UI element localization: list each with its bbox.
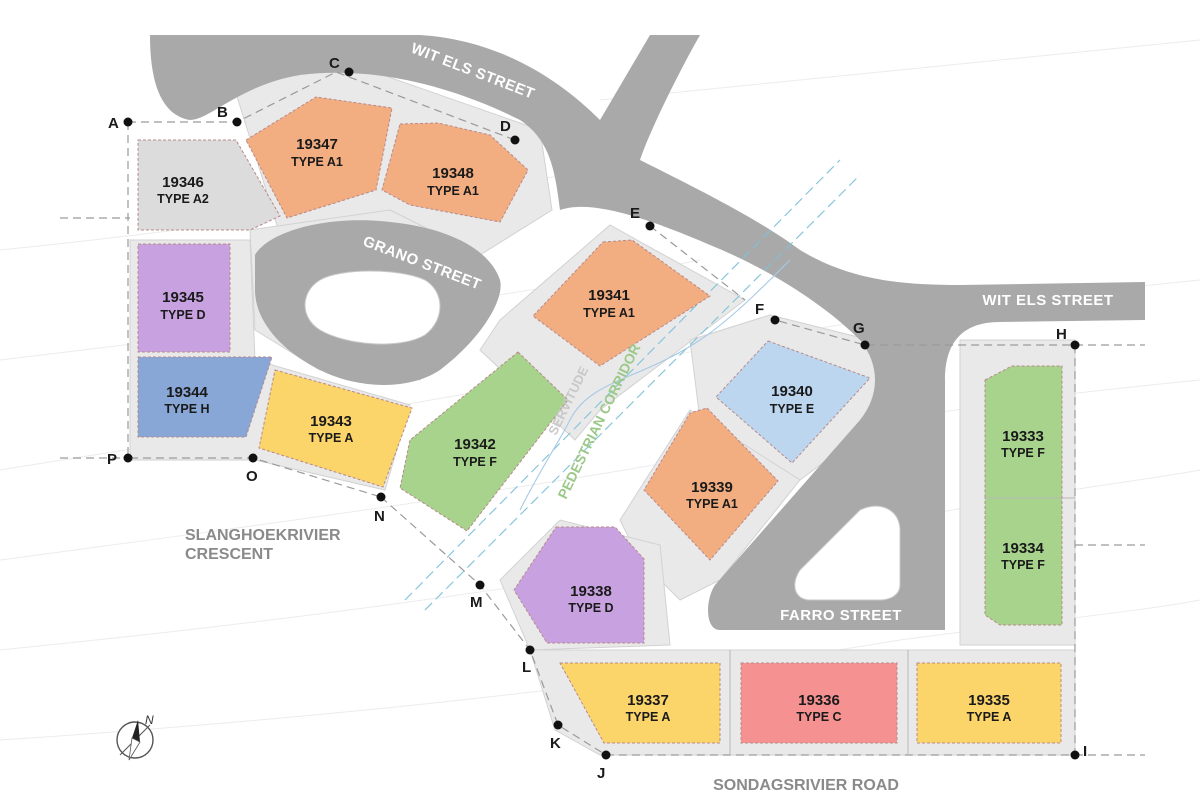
plot-19346-num: 19346 — [162, 174, 204, 191]
plot-19335-type: TYPE A — [967, 710, 1012, 724]
plot-19346[interactable] — [137, 139, 281, 231]
road-islands — [304, 270, 901, 601]
plots — [137, 96, 1063, 744]
plot-19335[interactable] — [916, 662, 1062, 744]
plot-19345[interactable] — [137, 243, 231, 353]
point-O-marker — [248, 453, 258, 463]
plot-19348-type: TYPE A1 — [427, 184, 479, 198]
compass-label: N — [145, 713, 154, 727]
point-M-marker — [475, 580, 485, 590]
point-G-marker — [860, 340, 870, 350]
point-H-marker — [1070, 340, 1080, 350]
plot-19345-type: TYPE D — [160, 308, 205, 322]
street-label-slanghoek-1: SLANGHOEKRIVIER — [185, 527, 341, 544]
plot-dividers — [729, 497, 1075, 755]
point-D-label: D — [500, 118, 511, 135]
point-P-marker — [123, 453, 133, 463]
plot-19339[interactable] — [643, 407, 779, 561]
point-K-label: K — [550, 735, 561, 752]
point-F-marker — [770, 315, 780, 325]
point-G-label: G — [853, 320, 865, 337]
plot-19333-type: TYPE F — [1001, 446, 1045, 460]
point-J-marker — [601, 750, 611, 760]
plot-19344-num: 19344 — [166, 384, 208, 401]
street-label-farro: FARRO STREET — [780, 607, 902, 624]
plot-19345-num: 19345 — [162, 289, 204, 306]
plot-19338-type: TYPE D — [568, 601, 613, 615]
plot-19343-num: 19343 — [310, 413, 352, 430]
plot-19341[interactable] — [532, 239, 711, 367]
plot-19344-type: TYPE H — [164, 402, 209, 416]
point-N-marker — [376, 492, 386, 502]
street-label-slanghoek-2: CRESCENT — [185, 546, 273, 563]
plot-19336-num: 19336 — [798, 692, 840, 709]
street-label-wit-els-2: WIT ELS STREET — [982, 292, 1113, 309]
north-arrow-icon: N — [116, 713, 154, 761]
plot-19344[interactable] — [137, 356, 273, 438]
point-A-marker — [123, 117, 133, 127]
plot-19342-num: 19342 — [454, 436, 496, 453]
point-labels: A B C D E F G H I J K L M N O P — [107, 55, 1087, 782]
point-A-label: A — [108, 115, 119, 132]
plot-19333-num: 19333 — [1002, 428, 1044, 445]
plot-19334-num: 19334 — [1002, 540, 1044, 557]
plot-19337[interactable] — [559, 662, 721, 744]
plot-19336[interactable] — [740, 662, 898, 744]
point-L-marker — [525, 645, 535, 655]
plot-19348[interactable] — [381, 122, 529, 223]
point-N-label: N — [374, 508, 385, 525]
plot-19337-num: 19337 — [627, 692, 669, 709]
point-E-label: E — [630, 205, 640, 222]
plot-19342-type: TYPE F — [453, 455, 497, 469]
plot-19340-type: TYPE E — [770, 402, 814, 416]
plot-19341-type: TYPE A1 — [583, 306, 635, 320]
plot-19335-num: 19335 — [968, 692, 1010, 709]
point-M-label: M — [470, 594, 483, 611]
survey-points — [123, 67, 1080, 760]
point-O-label: O — [246, 468, 258, 485]
plot-19347-num: 19347 — [296, 136, 338, 153]
street-label-sondags: SONDAGSRIVIER ROAD — [713, 777, 899, 794]
plot-19341-num: 19341 — [588, 287, 630, 304]
point-H-label: H — [1056, 326, 1067, 343]
point-B-marker — [232, 117, 242, 127]
point-J-label: J — [597, 765, 605, 782]
pedestrian-corridor-lines — [404, 159, 861, 611]
plot-19346-type: TYPE A2 — [157, 192, 209, 206]
plot-19338-num: 19338 — [570, 583, 612, 600]
plot-19334-type: TYPE F — [1001, 558, 1045, 572]
plot-19339-num: 19339 — [691, 479, 733, 496]
plot-labels: 19346 TYPE A2 19347 TYPE A1 19348 TYPE A… — [157, 136, 1045, 724]
point-E-marker — [645, 221, 655, 231]
plot-19348-num: 19348 — [432, 165, 474, 182]
point-I-marker — [1070, 750, 1080, 760]
point-P-label: P — [107, 451, 117, 468]
point-K-marker — [553, 720, 563, 730]
plot-19347-type: TYPE A1 — [291, 155, 343, 169]
plot-19343-type: TYPE A — [309, 431, 354, 445]
point-C-marker — [344, 67, 354, 77]
point-B-label: B — [217, 104, 228, 121]
plot-19334[interactable] — [984, 497, 1063, 626]
point-L-label: L — [522, 659, 531, 676]
plot-19336-type: TYPE C — [796, 710, 841, 724]
plot-19338[interactable] — [513, 526, 645, 644]
point-D-marker — [510, 135, 520, 145]
point-I-label: I — [1083, 743, 1087, 760]
point-F-label: F — [755, 301, 764, 318]
point-C-label: C — [329, 55, 340, 72]
plot-19337-type: TYPE A — [626, 710, 671, 724]
plot-19340[interactable] — [715, 340, 871, 464]
plot-19342[interactable] — [399, 351, 569, 532]
plot-19333[interactable] — [984, 365, 1063, 499]
plot-19347[interactable] — [245, 96, 393, 219]
plot-19343[interactable] — [258, 369, 413, 488]
plot-19340-num: 19340 — [771, 383, 813, 400]
plot-19339-type: TYPE A1 — [686, 497, 738, 511]
